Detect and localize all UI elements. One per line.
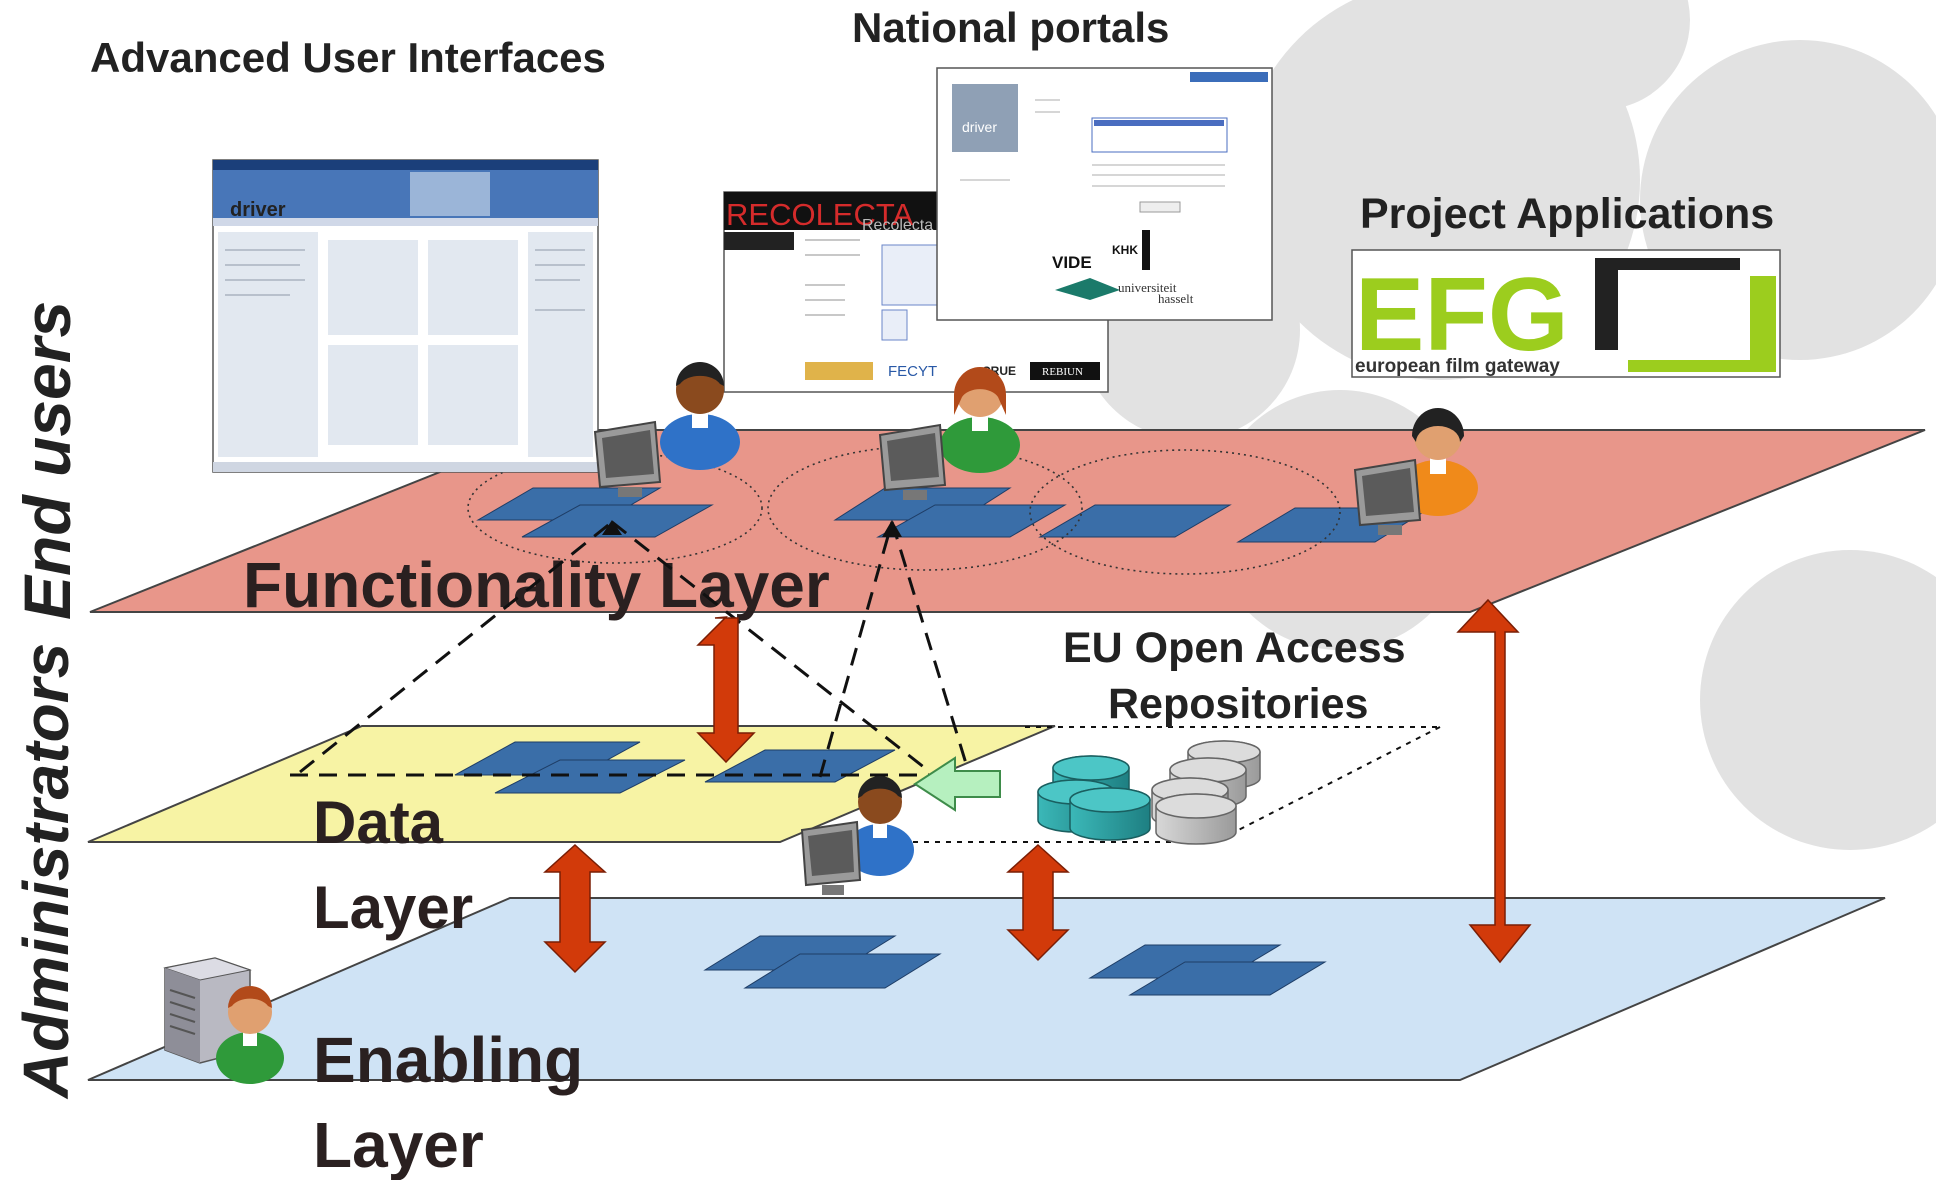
enabling-tiles — [703, 935, 1327, 996]
project-applications-heading: Project Applications — [1360, 190, 1774, 238]
portal-logo-vide: VIDE — [1052, 253, 1092, 272]
monitor-icon — [1353, 458, 1422, 535]
user-icon — [216, 986, 284, 1084]
database-icon — [1037, 740, 1261, 845]
repository-dashed-box — [910, 726, 1441, 843]
enabling-layer — [87, 897, 1886, 1081]
national-portal-screenshot: driver VIDE KHK universiteit hasselt — [936, 67, 1273, 321]
double-arrow-icon — [1456, 598, 1532, 964]
double-arrow-icon — [543, 843, 607, 974]
data-layer-label-line2: Layer — [313, 874, 473, 941]
user-icon — [940, 367, 1020, 473]
double-arrow-icon — [696, 616, 756, 764]
recolecta-sponsor-fecyt: FECYT — [888, 363, 937, 380]
driver-portal-screenshot: driver — [212, 159, 599, 473]
portal-logo-universiteit: universiteit — [1118, 280, 1177, 295]
connector-arrowheads — [602, 520, 902, 537]
functionality-layer-label: Functionality Layer — [243, 549, 830, 621]
recolecta-subtitle: Recolecta — [862, 217, 933, 234]
background-circles — [1080, 0, 1936, 850]
monitor-icon — [593, 420, 662, 497]
user-icon — [846, 776, 914, 876]
efg-logo: EFG european film gateway — [1351, 249, 1781, 378]
eu-repositories-label-line1: EU Open Access — [1063, 624, 1406, 672]
enabling-layer-label-line1: Enabling — [313, 1024, 583, 1096]
portal-logo-hasselt: hasselt — [1158, 291, 1194, 306]
advanced-ui-heading: Advanced User Interfaces — [90, 34, 606, 81]
administrators-label: Administrators — [10, 643, 82, 1100]
double-arrow-icon — [1006, 843, 1070, 962]
recolecta-sponsor-rebiun: REBIUN — [1042, 366, 1083, 378]
recolecta-title: RECOLECTA — [726, 197, 914, 232]
national-portals-heading: National portals — [852, 4, 1169, 51]
user-icon — [660, 362, 740, 470]
efg-logo-text: EFG — [1355, 257, 1569, 373]
enabling-layer-label-line2: Layer — [313, 1109, 484, 1180]
functionality-tiles — [476, 487, 1432, 543]
data-layer — [87, 725, 1056, 843]
monitor-icon — [800, 820, 862, 895]
driver-logo-text: driver — [230, 199, 286, 221]
data-layer-label-line1: Data — [313, 789, 444, 856]
dashed-connectors — [290, 520, 970, 778]
eu-repositories-label-line2: Repositories — [1108, 680, 1368, 728]
ingest-arrow — [913, 756, 1001, 812]
monitor-icon — [878, 423, 947, 500]
portal-logo-khk: KHK — [1112, 243, 1138, 257]
portal-driver-logo: driver — [962, 119, 997, 135]
efg-logo-subtitle: european film gateway — [1355, 356, 1560, 377]
end-users-label: End users — [10, 301, 84, 620]
server-icon — [163, 957, 252, 1064]
